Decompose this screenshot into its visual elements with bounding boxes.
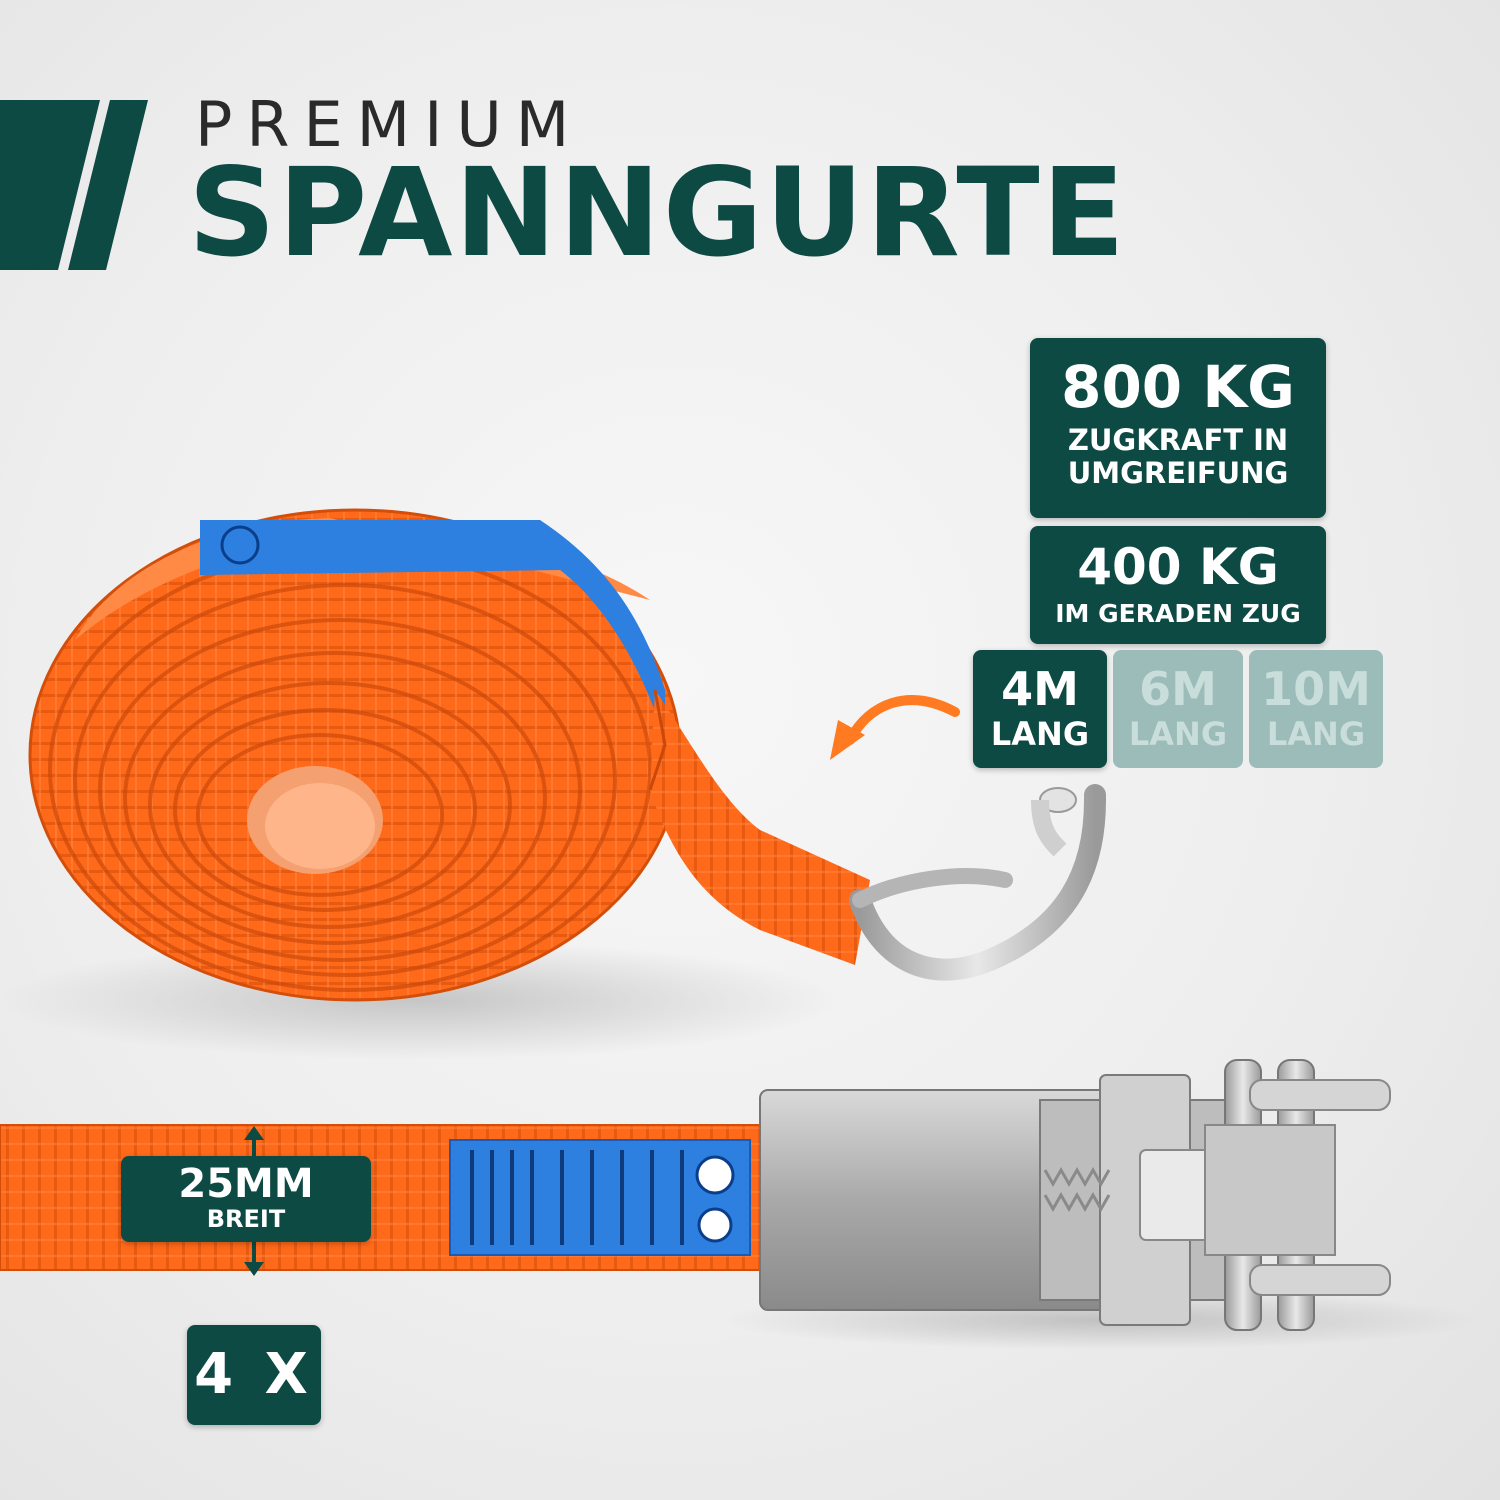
width-badge-value: 25MM	[178, 1161, 314, 1207]
length-10m-label: LANG	[1266, 715, 1366, 753]
arrow-icon	[845, 695, 960, 745]
width-indicator-arrow-bottom	[244, 1262, 264, 1276]
length-option-10m[interactable]: 10M LANG	[1249, 650, 1383, 768]
coil-label	[200, 520, 665, 740]
spec-400kg-line1: IM GERADEN ZUG	[1055, 599, 1301, 628]
width-badge: 25MM BREIT	[121, 1156, 371, 1242]
length-option-6m[interactable]: 6M LANG	[1113, 650, 1243, 768]
header-slash-right	[68, 100, 148, 270]
spec-box-400kg: 400 KG IM GERADEN ZUG	[1030, 526, 1326, 644]
spec-800kg-line1: ZUGKRAFT IN	[1067, 423, 1289, 457]
quantity-badge: 4 X	[187, 1325, 321, 1425]
length-4m-value: 4M	[1001, 662, 1079, 716]
spec-800kg-value: 800 KG	[1061, 353, 1295, 421]
length-10m-value: 10M	[1261, 662, 1371, 716]
length-6m-label: LANG	[1128, 715, 1228, 753]
width-badge-label: BREIT	[206, 1205, 286, 1233]
spec-box-800kg: 800 KG ZUGKRAFT IN UMGREIFUNG	[1030, 338, 1326, 518]
strap-label	[449, 1139, 751, 1256]
length-6m-value: 6M	[1139, 662, 1217, 716]
length-4m-label: LANG	[990, 715, 1090, 753]
premium-label: PREMIUM	[195, 88, 584, 161]
spec-400kg-value: 400 KG	[1077, 538, 1279, 596]
width-indicator-arrow-top	[244, 1126, 264, 1140]
spec-800kg-line2: UMGREIFUNG	[1067, 456, 1289, 491]
header-slash-left	[0, 100, 100, 270]
length-option-4m[interactable]: 4M LANG	[973, 650, 1107, 768]
page-title: SPANNGURTE	[188, 142, 1127, 284]
hook	[849, 784, 1106, 981]
quantity-badge-text: 4 X	[194, 1342, 314, 1407]
